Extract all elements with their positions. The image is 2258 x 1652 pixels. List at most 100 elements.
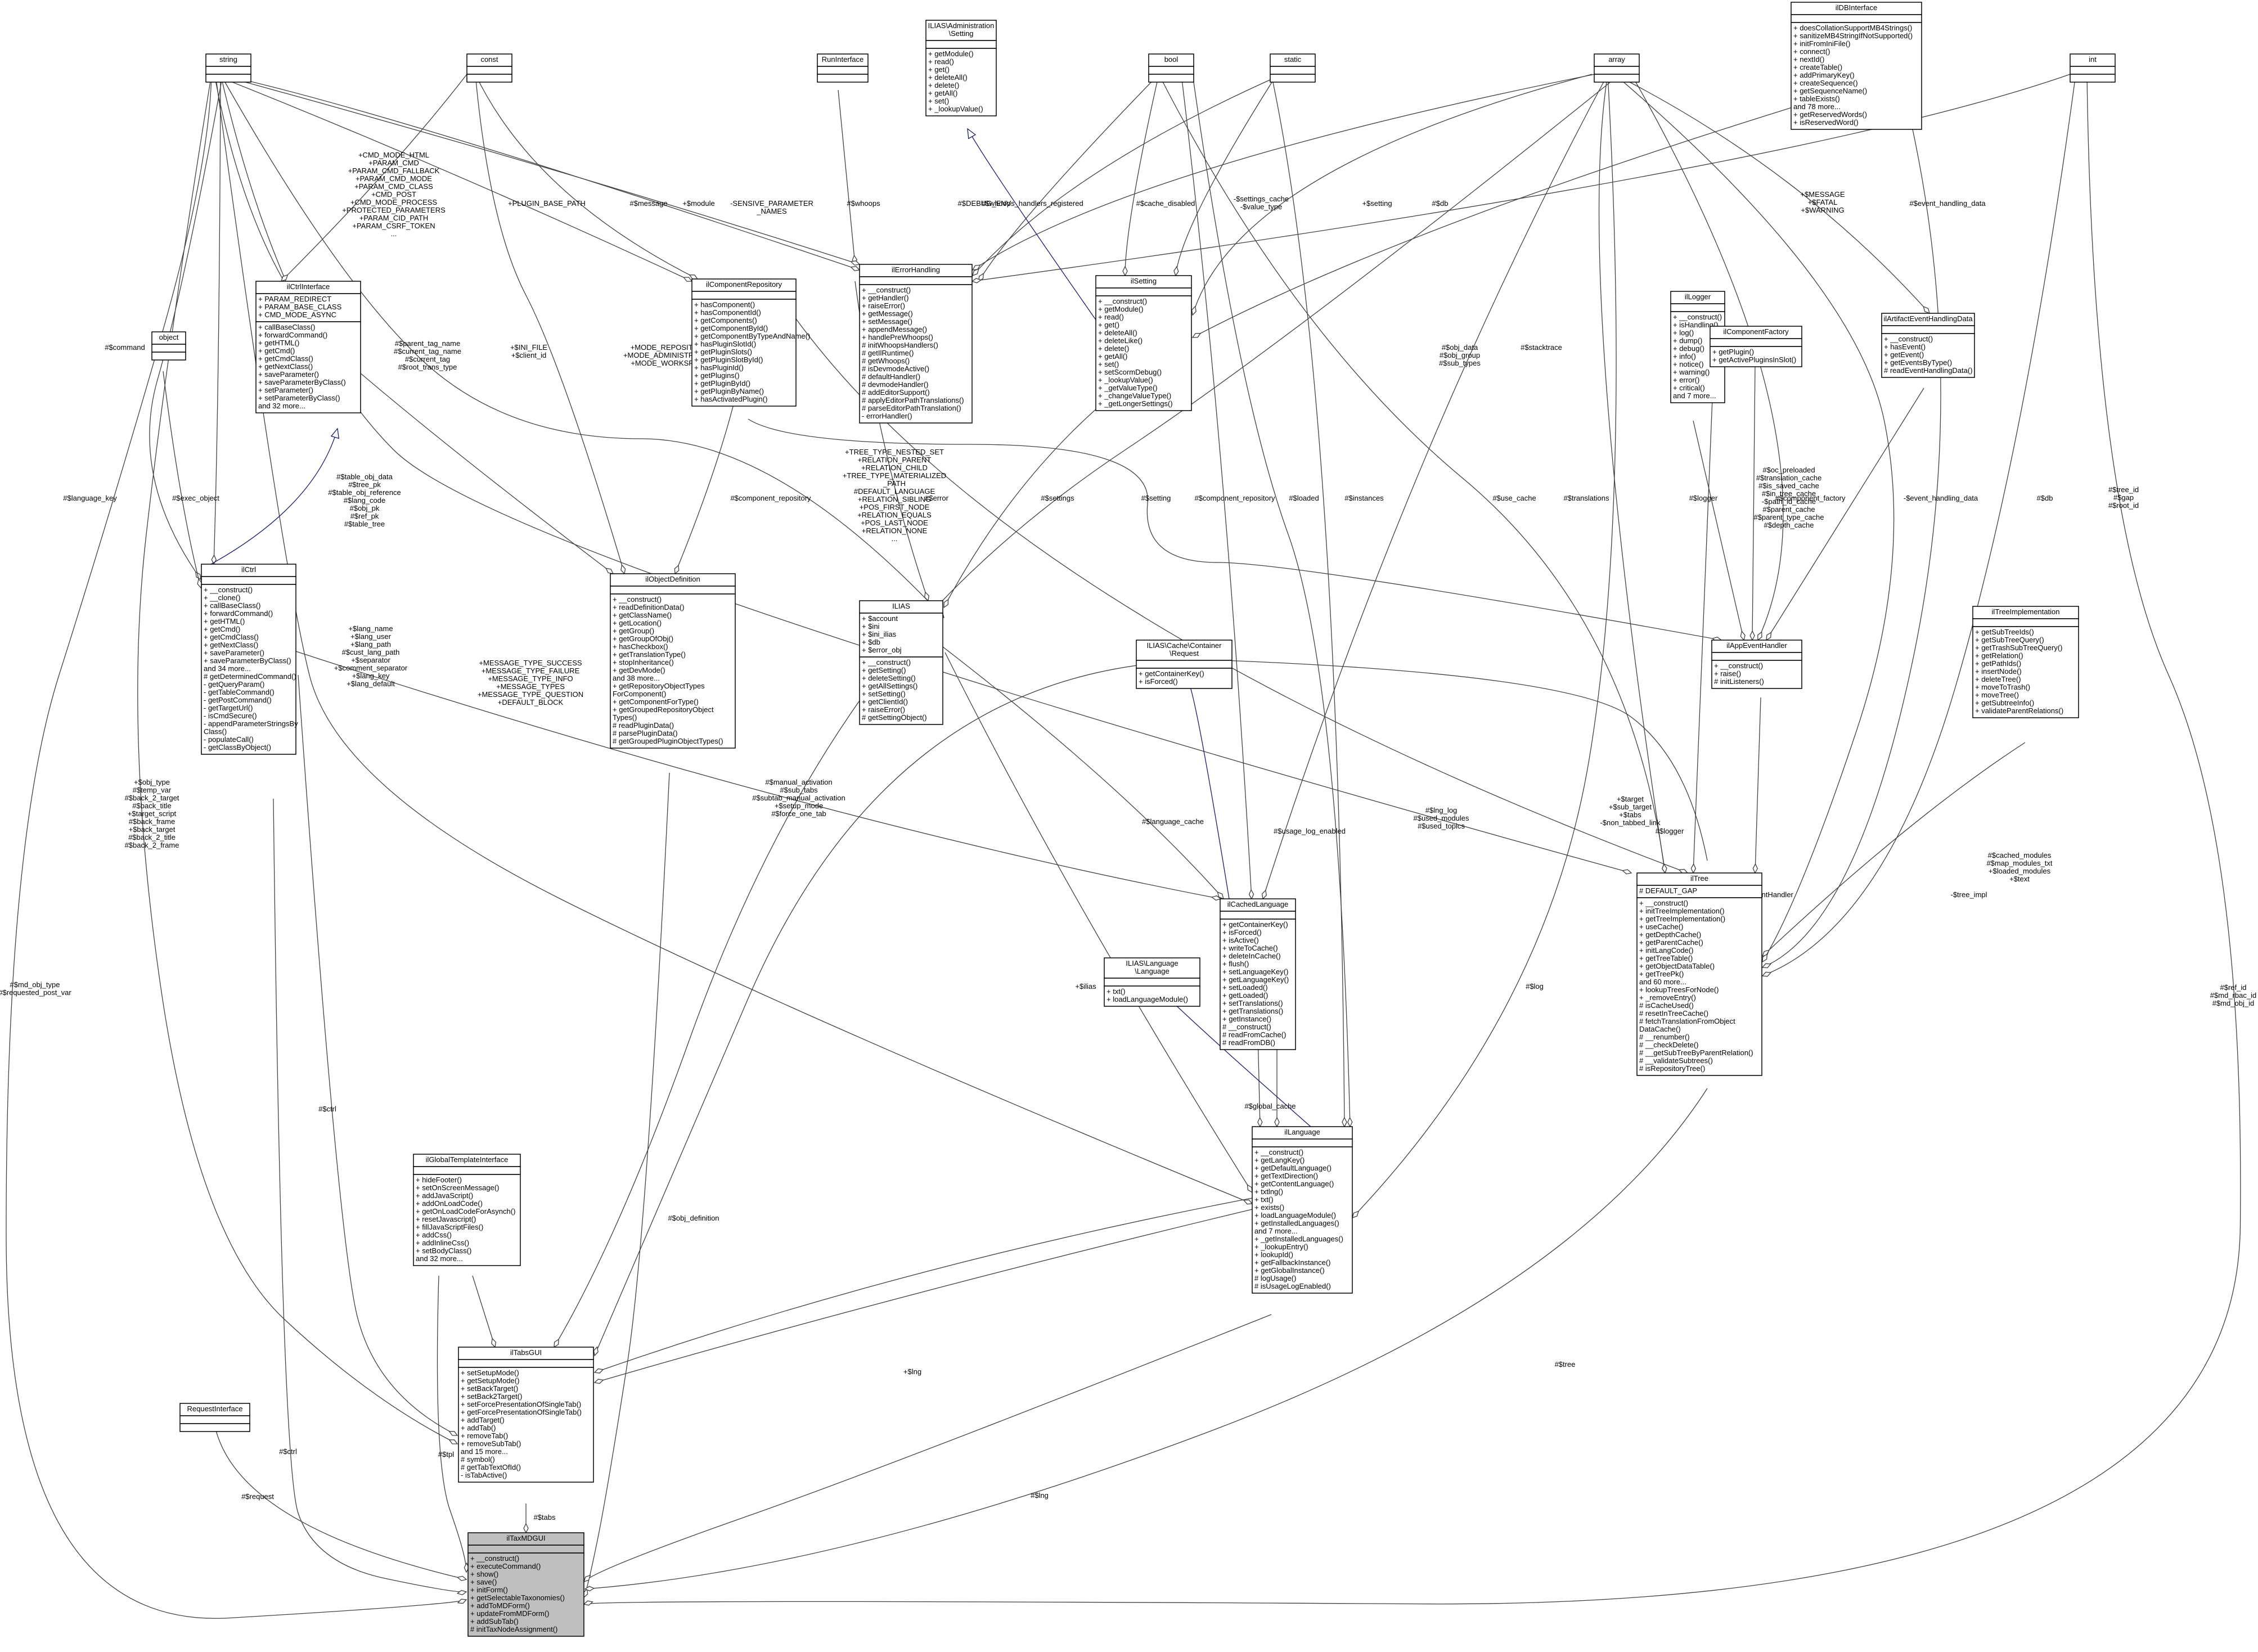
- class-methods: [1270, 74, 1316, 83]
- edge-label-line: _NAMES: [756, 207, 787, 215]
- class-title: bool: [1164, 55, 1179, 64]
- usage-edge: [584, 1088, 1708, 1592]
- class-iltaxmdgui[interactable]: ilTaxMDGUI+ __construct()+ executeComman…: [467, 1532, 584, 1637]
- aggregation-diamond: [1122, 265, 1128, 277]
- class-method: + lookupId(): [1254, 1250, 1293, 1259]
- class-method: + getHTML(): [258, 339, 299, 347]
- class-method: + forwardCommand(): [258, 331, 327, 339]
- edge-label-line: #$current_tag: [405, 355, 450, 363]
- class-title: array: [1608, 55, 1625, 64]
- class-header: [1104, 957, 1200, 979]
- class-ilcomponentrepository[interactable]: ilComponentRepository+ hasComponent()+ h…: [691, 278, 810, 407]
- class-ilglobaltemplateinterface[interactable]: ilGlobalTemplateInterface+ hideFooter()+…: [413, 1154, 521, 1266]
- class-requestinterface[interactable]: RequestInterface: [179, 1403, 250, 1432]
- class-ilctrl[interactable]: ilCtrl+ __construct()+ __clone()+ callBa…: [201, 564, 298, 755]
- class-array[interactable]: array: [1594, 53, 1640, 83]
- class-method: + getHandler(): [862, 294, 908, 302]
- class-int[interactable]: int: [2070, 53, 2116, 83]
- class-ilias-administration-setting[interactable]: ILIAS\Administration\Setting+ getModule(…: [925, 20, 997, 116]
- edge-line: [1762, 74, 2076, 976]
- class-attributes: [201, 576, 296, 585]
- class-method: + getGroupOfObj(): [613, 634, 673, 643]
- edge-label: #$loaded: [1289, 494, 1319, 502]
- usage-edge: [1693, 420, 1746, 641]
- class-ilcachedlanguage[interactable]: ilCachedLanguage+ getContainerKey()+ isF…: [1220, 898, 1296, 1050]
- aggregation-diamond: [1766, 632, 1772, 641]
- edge-label-line: +$lang_name: [348, 624, 393, 633]
- usage-edge: [523, 1504, 529, 1534]
- class-method: # initListeners(): [1714, 677, 1764, 686]
- class-ilartifacteventhandlingdata[interactable]: ilArtifactEventHandlingData+ __construct…: [1881, 313, 1975, 378]
- class-method: + getTranslationType(): [613, 650, 686, 659]
- edge-line: [584, 1088, 1708, 1590]
- class-static[interactable]: static: [1270, 53, 1316, 83]
- class-iltreeimplementation[interactable]: ilTreeImplementation+ getSubTreeIds()+ g…: [1972, 606, 2079, 718]
- class-method: + __construct(): [1639, 899, 1688, 907]
- class-method: + getAll(): [1098, 352, 1127, 361]
- class-method: + _changeValueType(): [1098, 391, 1171, 400]
- edge-label-line: #$requested_post_var: [0, 988, 71, 997]
- class-ilcomponentfactory[interactable]: ilComponentFactory+ getPlugin()+ getActi…: [1710, 326, 1802, 367]
- class-ilerrorhandling[interactable]: ilErrorHandling+ __construct()+ getHandl…: [859, 264, 973, 424]
- class-attribute: + PARAM_REDIRECT: [258, 295, 331, 303]
- class-string[interactable]: string: [205, 53, 251, 83]
- class-method: + __construct(): [1098, 297, 1147, 305]
- class-method: + isForced(): [1139, 677, 1178, 686]
- class-iltabsgui[interactable]: ilTabsGUI+ setSetupMode()+ getSetupMode(…: [458, 1347, 594, 1483]
- usage-edge: [1173, 74, 1278, 277]
- class-const[interactable]: const: [466, 53, 512, 83]
- class-ildbinterface[interactable]: ilDBInterface+ doesCollationSupportMB4St…: [1791, 2, 1922, 130]
- class-method: + show(): [470, 1570, 498, 1578]
- class-ilias-cache-container-request[interactable]: ILIAS\Cache\Container\Request+ getContai…: [1136, 640, 1233, 689]
- class-ilias-language-language[interactable]: ILIAS\Language\Language+ txt()+ loadLang…: [1104, 957, 1200, 1007]
- edge-line: [273, 798, 467, 1592]
- edge-line: [213, 74, 221, 565]
- class-attributes: [458, 1359, 594, 1368]
- class-ilappeventhandler[interactable]: ilAppEventHandler+ __construct()+ raise(…: [1711, 640, 1802, 689]
- class-ilias[interactable]: ILIAS+ $account+ $ini+ $ini_ilias+ $db+ …: [859, 600, 943, 725]
- edge-label: #$cache_disabled: [1136, 199, 1195, 208]
- edge-label-line: +RELATION_EQUALS: [857, 511, 932, 519]
- class-method: Class(): [204, 727, 227, 736]
- edge-label: #$tpl: [438, 1450, 454, 1459]
- class-method: + setSetupMode(): [461, 1369, 519, 1377]
- class-iltree[interactable]: ilTree# DEFAULT_GAP+ __construct()+ init…: [1636, 872, 1762, 1076]
- class-method: # getDeterminedCommand(): [204, 672, 296, 681]
- class-attributes: [1670, 303, 1725, 312]
- edge-label-line: +PARAM_CMD_CLASS: [354, 182, 433, 191]
- class-method: + removeTab(): [461, 1432, 508, 1440]
- class-method: + nextId(): [1793, 55, 1824, 64]
- class-method: and 34 more...: [204, 664, 251, 673]
- edge-label-line: +TREE_TYPE_NESTED_SET: [845, 448, 944, 456]
- edge-label-line: #$stacktrace: [1521, 343, 1562, 352]
- class-bool[interactable]: bool: [1148, 53, 1194, 83]
- edge-label: +$lng: [903, 1367, 921, 1376]
- edge-label-line: #$depth_cache: [1764, 521, 1814, 529]
- class-title: \Setting: [948, 29, 973, 38]
- class-method: + saveParameterByClass(): [258, 378, 346, 386]
- usage-edge: [6, 74, 467, 1619]
- edge-label-line: +$lng: [903, 1367, 921, 1376]
- class-illanguage[interactable]: ilLanguage+ __construct()+ getLangKey()+…: [1252, 1126, 1353, 1294]
- class-title: ilTabsGUI: [510, 1348, 542, 1357]
- class-ilsetting[interactable]: ilSetting+ __construct()+ getModule()+ r…: [1095, 275, 1192, 411]
- edge-line: [472, 1275, 496, 1348]
- edge-label: #$manual_activation#$sub_tabs#$subtab_ma…: [752, 778, 845, 818]
- edge-label: #$tabs: [533, 1513, 556, 1522]
- class-method: + getFallbackInstance(): [1254, 1258, 1330, 1267]
- class-ilobjectdefinition[interactable]: ilObjectDefinition+ __construct()+ readD…: [610, 573, 736, 749]
- class-method: + getMessage(): [862, 309, 913, 318]
- class-attributes: [466, 66, 512, 75]
- edge-label-line: #$ctrl: [318, 1105, 336, 1113]
- aggregation-diamond: [1762, 953, 1768, 963]
- class-ilctrlinterface[interactable]: ilCtrlInterface+ PARAM_REDIRECT+ PARAM_B…: [255, 281, 361, 413]
- class-method: + useCache(): [1639, 922, 1683, 931]
- class-object[interactable]: object: [151, 331, 186, 361]
- class-method: + addPrimaryKey(): [1793, 71, 1855, 79]
- edge-label: #$setting: [1141, 494, 1171, 502]
- edge-label-line: #$in_tree_cache: [1762, 489, 1816, 498]
- edge-line: [212, 74, 692, 282]
- class-method: + getCmd(): [204, 625, 240, 633]
- class-method: + debug(): [1673, 344, 1704, 353]
- class-runinterface[interactable]: RunInterface: [817, 53, 869, 83]
